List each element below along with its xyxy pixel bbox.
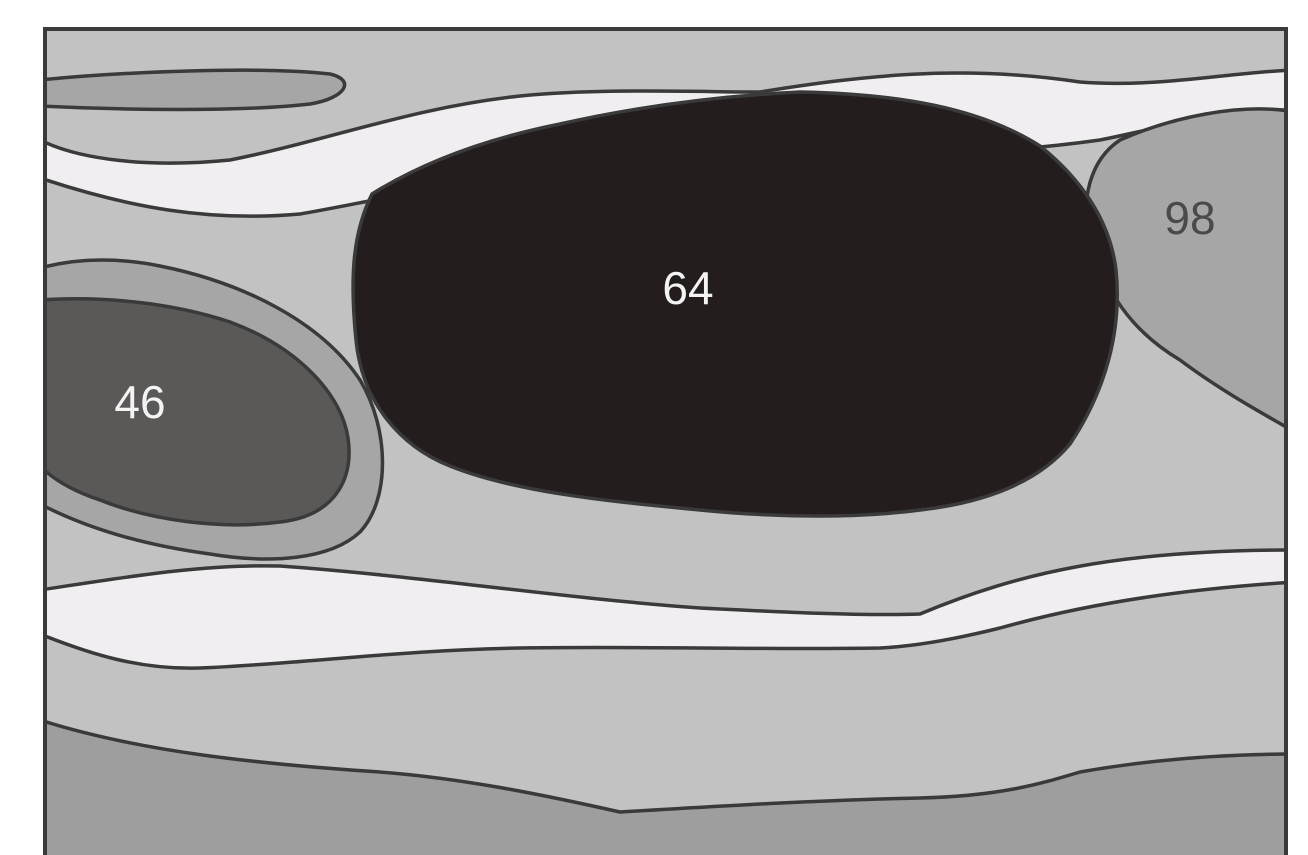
right-region-label: 98 — [1164, 192, 1215, 244]
center-core-region — [353, 92, 1117, 516]
center-region-label: 64 — [662, 262, 713, 314]
top-left-lens-region — [40, 70, 345, 109]
left-region-label: 46 — [114, 376, 165, 428]
